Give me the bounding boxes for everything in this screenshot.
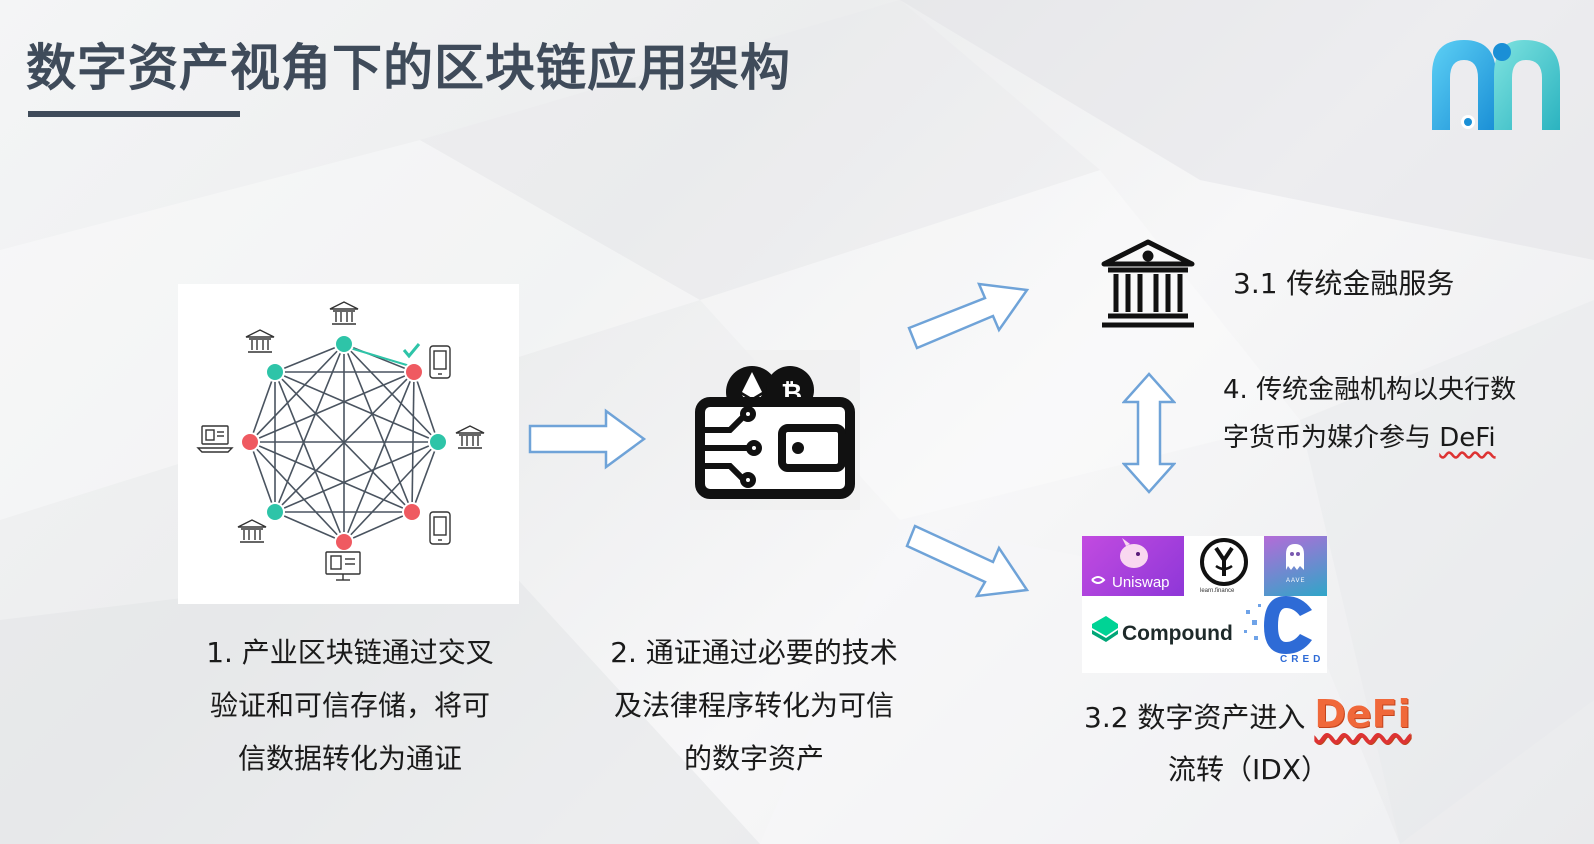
cred-text: CRED [1280, 654, 1325, 665]
compound-text: Compound [1122, 622, 1233, 645]
defi-entry-word: DeFi [1314, 692, 1411, 736]
cred-icon [1244, 596, 1312, 654]
uniswap-logo: Uniswap [1082, 536, 1184, 596]
step1-caption: 1. 产业区块链通过交叉 验证和可信存储，将可 信数据转化为通证 [180, 626, 520, 785]
page-title: 数字资产视角下的区块链应用架构 [26, 39, 791, 97]
defi-circulation-label: 流转（IDX） [1168, 753, 1330, 786]
bank-icon [455, 425, 485, 449]
cbdc-line2-prefix: 字货币为媒介参与 [1223, 423, 1440, 453]
step2-line: 2. 通证通过必要的技术 [610, 636, 898, 669]
logo-icon [1432, 40, 1560, 130]
step2-line: 及法律程序转化为可信 [613, 689, 894, 722]
defi-entry-label: 3.2 数字资产进入 DeFi [1084, 692, 1411, 736]
bank-icon [1101, 239, 1195, 328]
phone-app-icon [429, 345, 451, 379]
step1-line: 信数据转化为通证 [237, 742, 462, 775]
step2-caption: 2. 通证通过必要的技术 及法律程序转化为可信 的数字资产 [584, 626, 924, 785]
aave-text: AAVE [1286, 578, 1306, 584]
traditional-finance-label: 3.1 传统金融服务 [1233, 267, 1455, 300]
laptop-icon [196, 425, 234, 453]
network-edges [249, 343, 439, 543]
network-nodes [240, 334, 448, 552]
phone-app-icon [429, 511, 451, 545]
defi-logos-panel: Uniswap learn.finance AAVE Compound CRED [1082, 536, 1327, 673]
right-arrow-icon [528, 408, 647, 470]
title-underline [28, 111, 240, 117]
cbdc-line2: 字货币为媒介参与 DeFi [1223, 414, 1553, 462]
yearn-logo: learn.finance [1186, 536, 1262, 596]
yearn-text: learn.finance [1200, 588, 1235, 594]
up-right-arrow-icon [907, 282, 1030, 350]
cbdc-participation-label: 4. 传统金融机构以央行数 字货币为媒介参与 DeFi [1223, 366, 1553, 462]
down-right-arrow-icon [905, 524, 1030, 598]
cbdc-line1: 4. 传统金融机构以央行数 [1223, 375, 1517, 405]
bank-icon [329, 301, 359, 325]
step1-line: 1. 产业区块链通过交叉 [206, 636, 494, 669]
compound-icon [1092, 616, 1118, 642]
monitor-icon [325, 551, 361, 581]
double-arrow-icon [1122, 372, 1176, 494]
bank-icon [237, 519, 267, 543]
blockchain-network-diagram [178, 284, 519, 604]
uniswap-text: Uniswap [1112, 574, 1170, 591]
aave-logo: AAVE [1264, 536, 1327, 596]
crypto-wallet-icon: ₿ [690, 350, 860, 510]
step2-line: 的数字资产 [683, 742, 824, 775]
step1-line: 验证和可信存储，将可 [209, 689, 490, 722]
defi-entry-prefix: 3.2 数字资产进入 [1084, 701, 1315, 734]
cbdc-defi-word: DeFi [1439, 423, 1496, 453]
bank-icon [245, 329, 275, 353]
